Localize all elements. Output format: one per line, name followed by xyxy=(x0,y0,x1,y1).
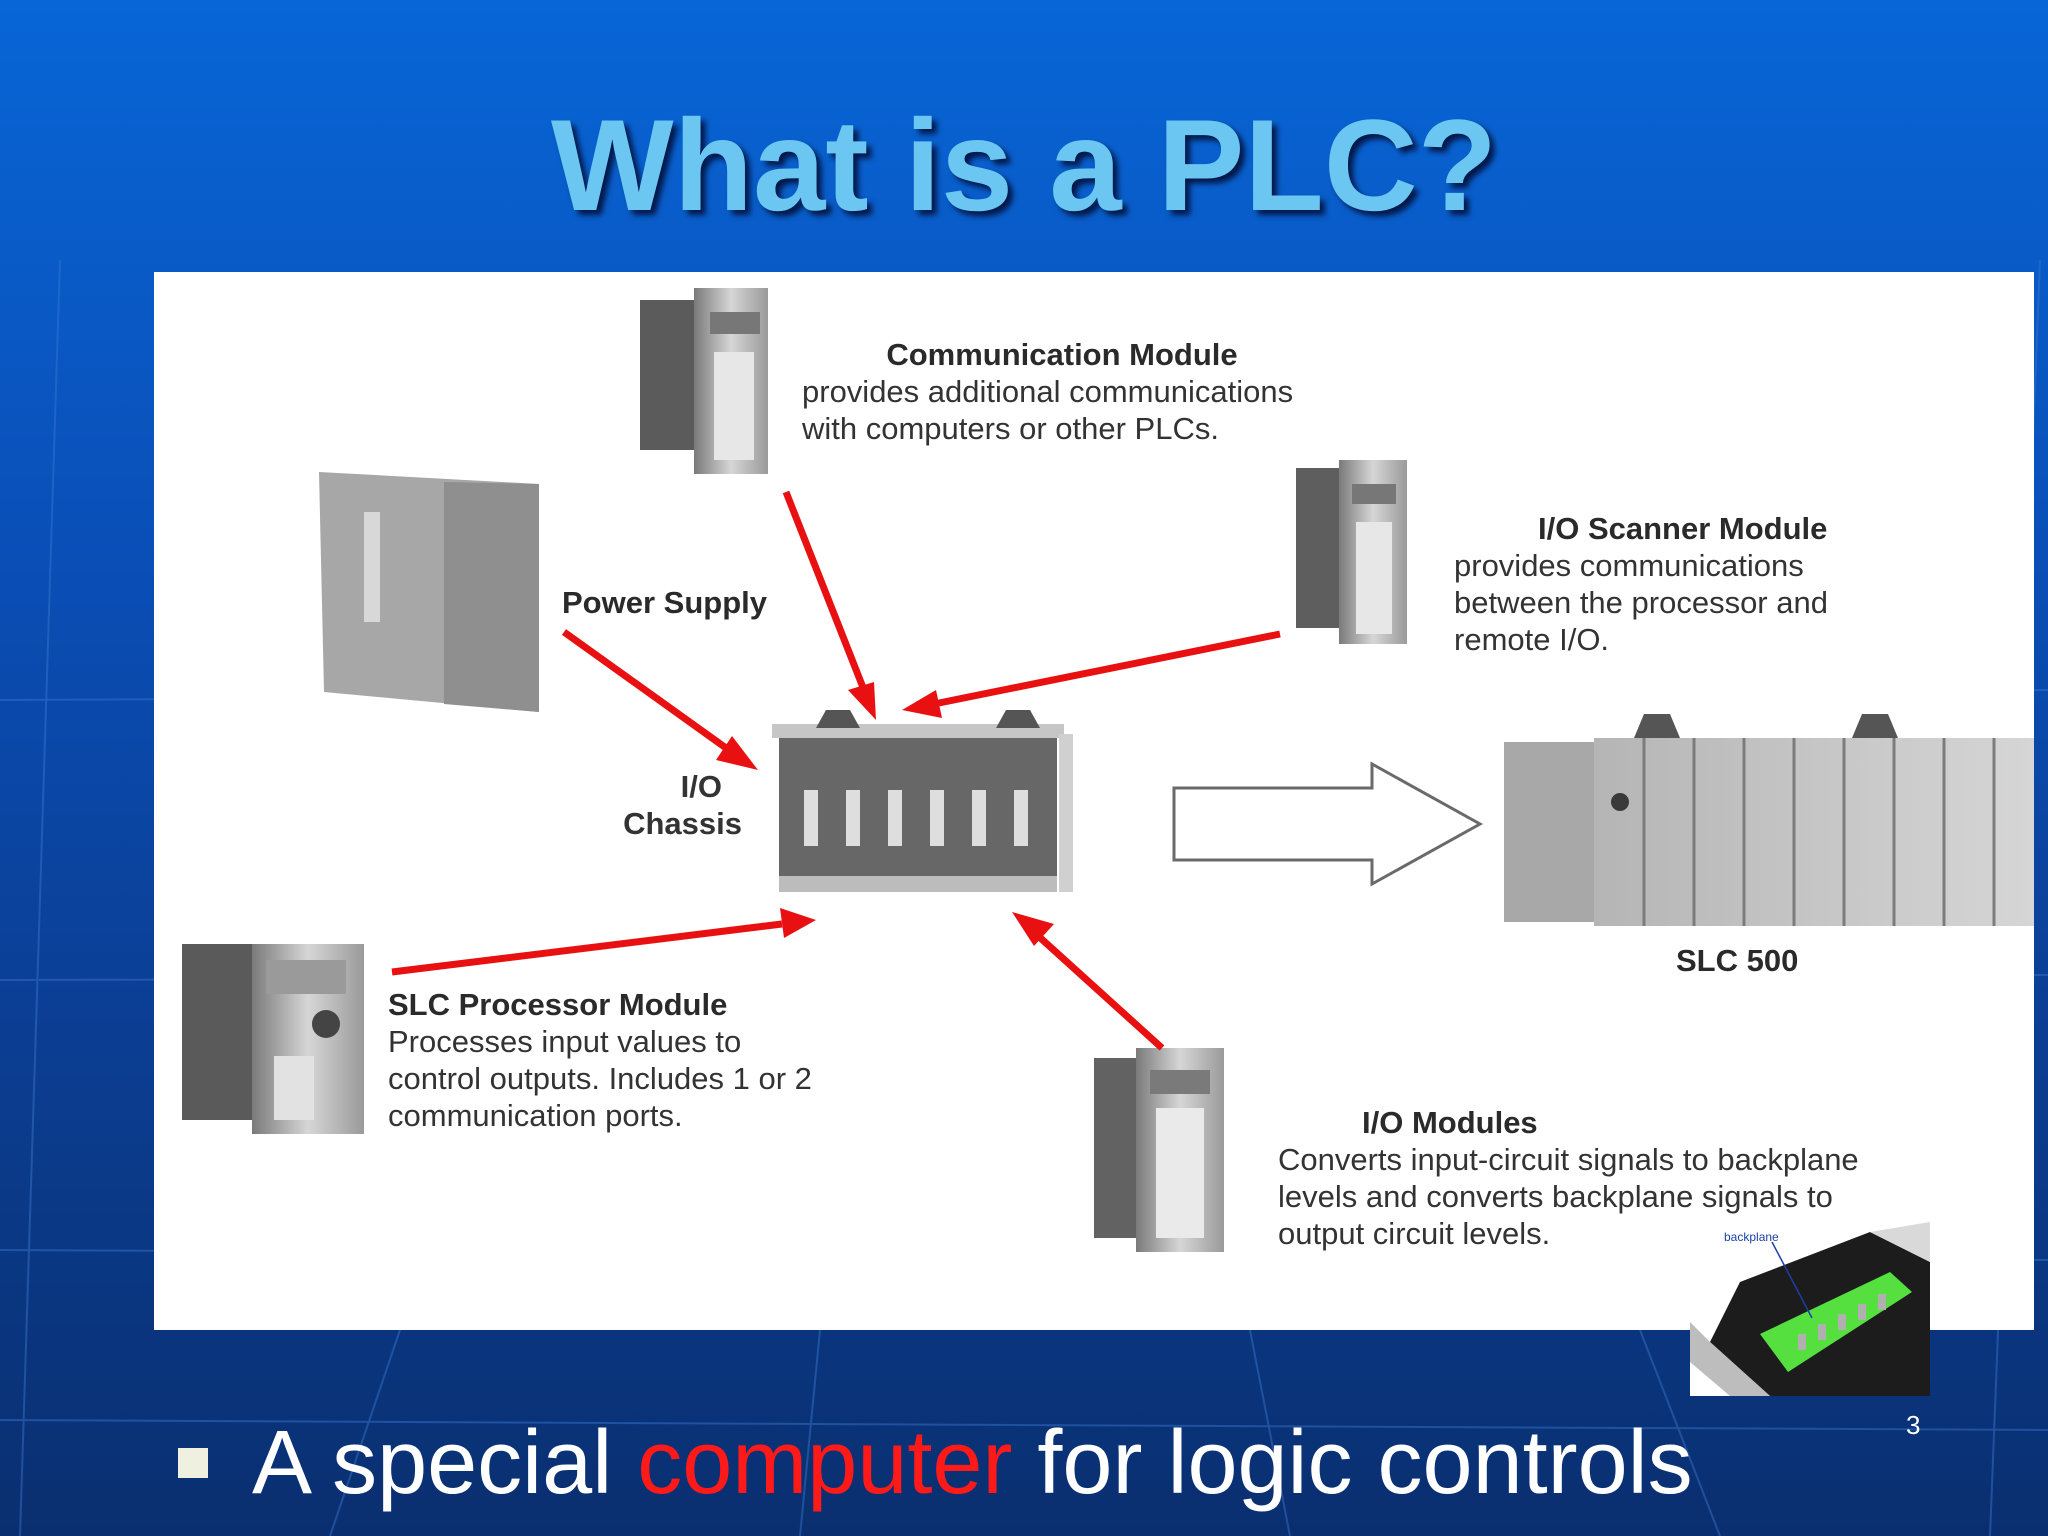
power-supply-image xyxy=(319,472,539,712)
io-chassis-label: I/O Chassis xyxy=(592,768,742,842)
io-scanner-module-desc-3: remote I/O. xyxy=(1454,622,1610,657)
communication-module-image xyxy=(640,288,768,474)
power-supply-label: Power Supply xyxy=(562,584,767,621)
arrowhead-power-supply xyxy=(716,736,758,770)
slc-processor-module-desc-2: control outputs. Includes 1 or 2 xyxy=(388,1061,812,1096)
arrow-communication-to-chassis xyxy=(782,490,868,692)
diagram-drawing xyxy=(182,288,2034,1252)
io-chassis-image xyxy=(772,710,1073,892)
slc-processor-module-label: SLC Processor Module Processes input val… xyxy=(388,986,812,1134)
bullet-highlight: computer xyxy=(637,1412,1013,1513)
arrow-scanner-to-chassis xyxy=(933,630,1281,708)
bullet-text-after: for logic controls xyxy=(1012,1412,1693,1513)
io-modules-desc-1: Converts input-circuit signals to backpl… xyxy=(1278,1142,1859,1177)
slc-500-label: SLC 500 xyxy=(1676,942,1798,979)
slide-title: What is a PLC? xyxy=(550,92,1498,238)
arrowhead-io-modules xyxy=(1012,912,1054,946)
io-modules-title: I/O Modules xyxy=(1362,1105,1538,1140)
slc-processor-module-title: SLC Processor Module xyxy=(388,987,728,1022)
backplane-illustration xyxy=(1690,1222,1930,1396)
bullet-text-before: A special xyxy=(252,1412,638,1513)
io-modules-image xyxy=(1094,1048,1224,1252)
communication-module-label: Communication Module provides additional… xyxy=(802,336,1322,447)
io-chassis-line-2: Chassis xyxy=(623,806,742,841)
hollow-arrow-to-slc-500 xyxy=(1172,761,1484,887)
arrowhead-communication xyxy=(848,682,876,720)
backplane-label: backplane xyxy=(1724,1230,1779,1244)
arrow-io-modules-to-chassis xyxy=(1033,931,1165,1051)
io-chassis-line-1: I/O xyxy=(680,769,722,804)
communication-module-desc-1: provides additional communications xyxy=(802,374,1294,409)
bullet-point: A special computer for logic controls xyxy=(178,1408,1693,1518)
io-modules-desc-2: levels and converts backplane signals to xyxy=(1278,1179,1833,1214)
arrow-processor-to-chassis xyxy=(391,920,783,976)
communication-module-title: Communication Module xyxy=(886,337,1238,372)
power-supply-title: Power Supply xyxy=(562,585,767,620)
io-scanner-module-title: I/O Scanner Module xyxy=(1538,511,1828,546)
slc-processor-module-desc-1: Processes input values to xyxy=(388,1024,742,1059)
slc-500-title: SLC 500 xyxy=(1676,943,1799,978)
io-scanner-module-image xyxy=(1296,460,1407,644)
plc-diagram: Communication Module provides additional… xyxy=(154,272,2034,1330)
io-modules-desc-3: output circuit levels. xyxy=(1278,1216,1551,1251)
slc-processor-module-image xyxy=(182,944,364,1134)
io-modules-label: I/O Modules Converts input-circuit signa… xyxy=(1278,1104,1859,1252)
io-scanner-module-desc-1: provides communications xyxy=(1454,548,1804,583)
communication-module-desc-2: with computers or other PLCs. xyxy=(802,411,1219,446)
backplane-inset: backplane xyxy=(1690,1222,1930,1396)
bullet-square-icon xyxy=(178,1448,208,1478)
io-scanner-module-desc-2: between the processor and xyxy=(1454,585,1828,620)
bullet-text: A special computer for logic controls xyxy=(252,1412,1693,1515)
slc-500-image xyxy=(1504,714,2034,926)
slc-processor-module-desc-3: communication ports. xyxy=(388,1098,683,1133)
arrowhead-processor xyxy=(780,908,816,938)
arrowhead-scanner xyxy=(902,690,942,718)
slide-number: 3 xyxy=(1906,1410,1921,1440)
arrow-power-supply-to-chassis xyxy=(561,629,729,751)
io-scanner-module-label: I/O Scanner Module provides communicatio… xyxy=(1454,510,1828,658)
red-arrows xyxy=(391,490,1281,1051)
